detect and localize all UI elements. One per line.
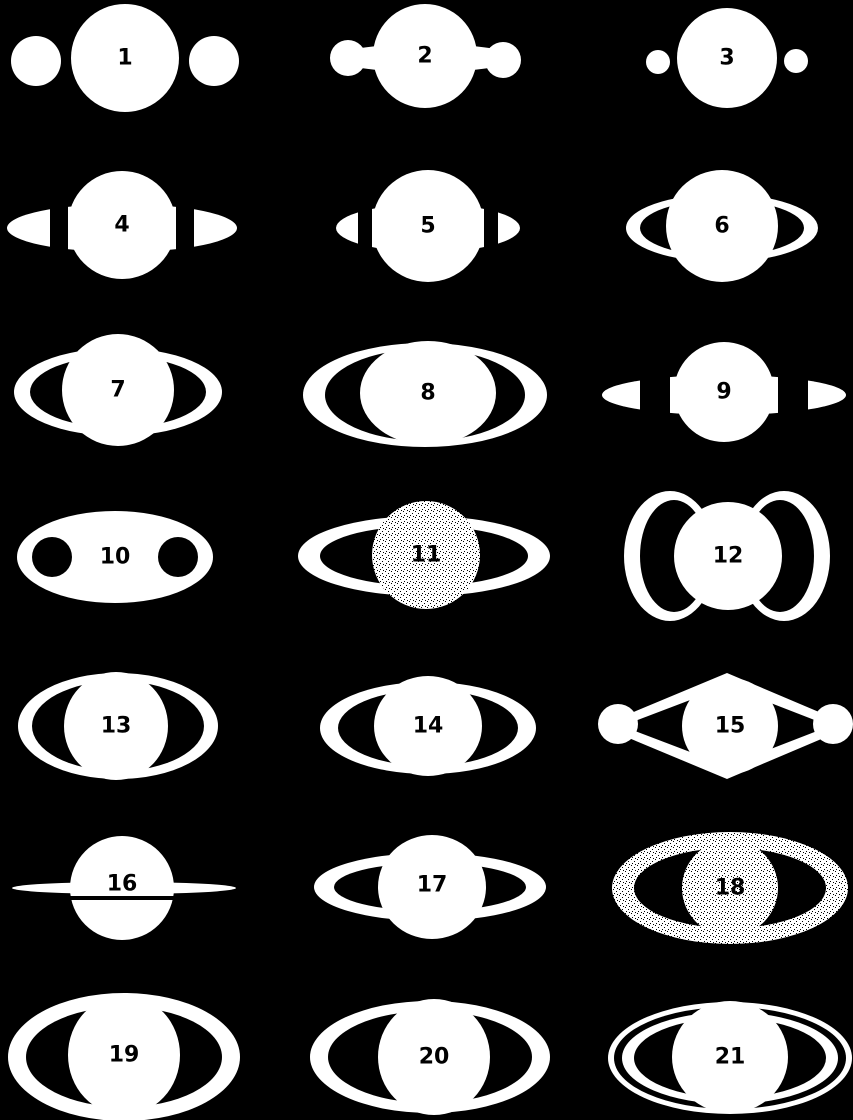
panel-label-1: 1 [117, 46, 132, 71]
panel-label-14: 14 [413, 714, 444, 739]
saturn-drawing-17: 17 [314, 835, 546, 939]
panel-label-18: 18 [715, 876, 746, 901]
saturn-drawing-5: 5 [336, 170, 520, 282]
panel-label-8: 8 [420, 381, 435, 406]
saturn-drawing-20: 20 [310, 999, 550, 1115]
saturn-drawing-18: 18 [612, 832, 848, 944]
panel-label-20: 20 [419, 1045, 450, 1070]
panel-label-5: 5 [420, 214, 435, 239]
saturn-drawing-4: 4 [7, 171, 237, 279]
saturn-drawing-13: 13 [18, 672, 218, 780]
panel-label-13: 13 [101, 714, 132, 739]
panel-label-15: 15 [715, 714, 746, 739]
panel-label-2: 2 [417, 44, 432, 69]
panel-label-6: 6 [714, 214, 729, 239]
saturn-drawing-19: 19 [8, 993, 240, 1120]
panel-label-12: 12 [713, 544, 744, 569]
saturn-drawing-10: 10 [17, 511, 213, 603]
panel-label-11: 11 [411, 543, 442, 568]
panel-label-9: 9 [716, 380, 731, 405]
saturn-drawing-15: 15 [598, 673, 853, 779]
panel-label-4: 4 [114, 213, 129, 238]
saturn-drawing-6: 6 [626, 170, 818, 282]
panel-label-21: 21 [715, 1045, 746, 1070]
panel-label-3: 3 [719, 46, 734, 71]
panel-label-16: 16 [107, 872, 138, 897]
saturn-drawing-14: 14 [320, 676, 536, 776]
saturn-drawing-9: 9 [602, 342, 846, 442]
saturn-drawing-2: 2 [330, 4, 521, 108]
saturn-drawing-21: 21 [608, 1001, 852, 1114]
saturn-drawing-11: 11 [298, 501, 550, 609]
panel-label-17: 17 [417, 873, 448, 898]
saturn-drawing-3: 3 [646, 8, 808, 108]
saturn-drawing-1: 1 [11, 4, 239, 112]
panel-label-7: 7 [110, 378, 125, 403]
saturn-drawing-7: 7 [14, 334, 222, 446]
saturn-drawing-8: 8 [303, 341, 547, 447]
saturn-drawing-16: 16 [12, 836, 236, 940]
panel-label-10: 10 [100, 545, 131, 570]
panel-label-19: 19 [109, 1043, 140, 1068]
saturn-drawing-12: 12 [624, 491, 830, 621]
